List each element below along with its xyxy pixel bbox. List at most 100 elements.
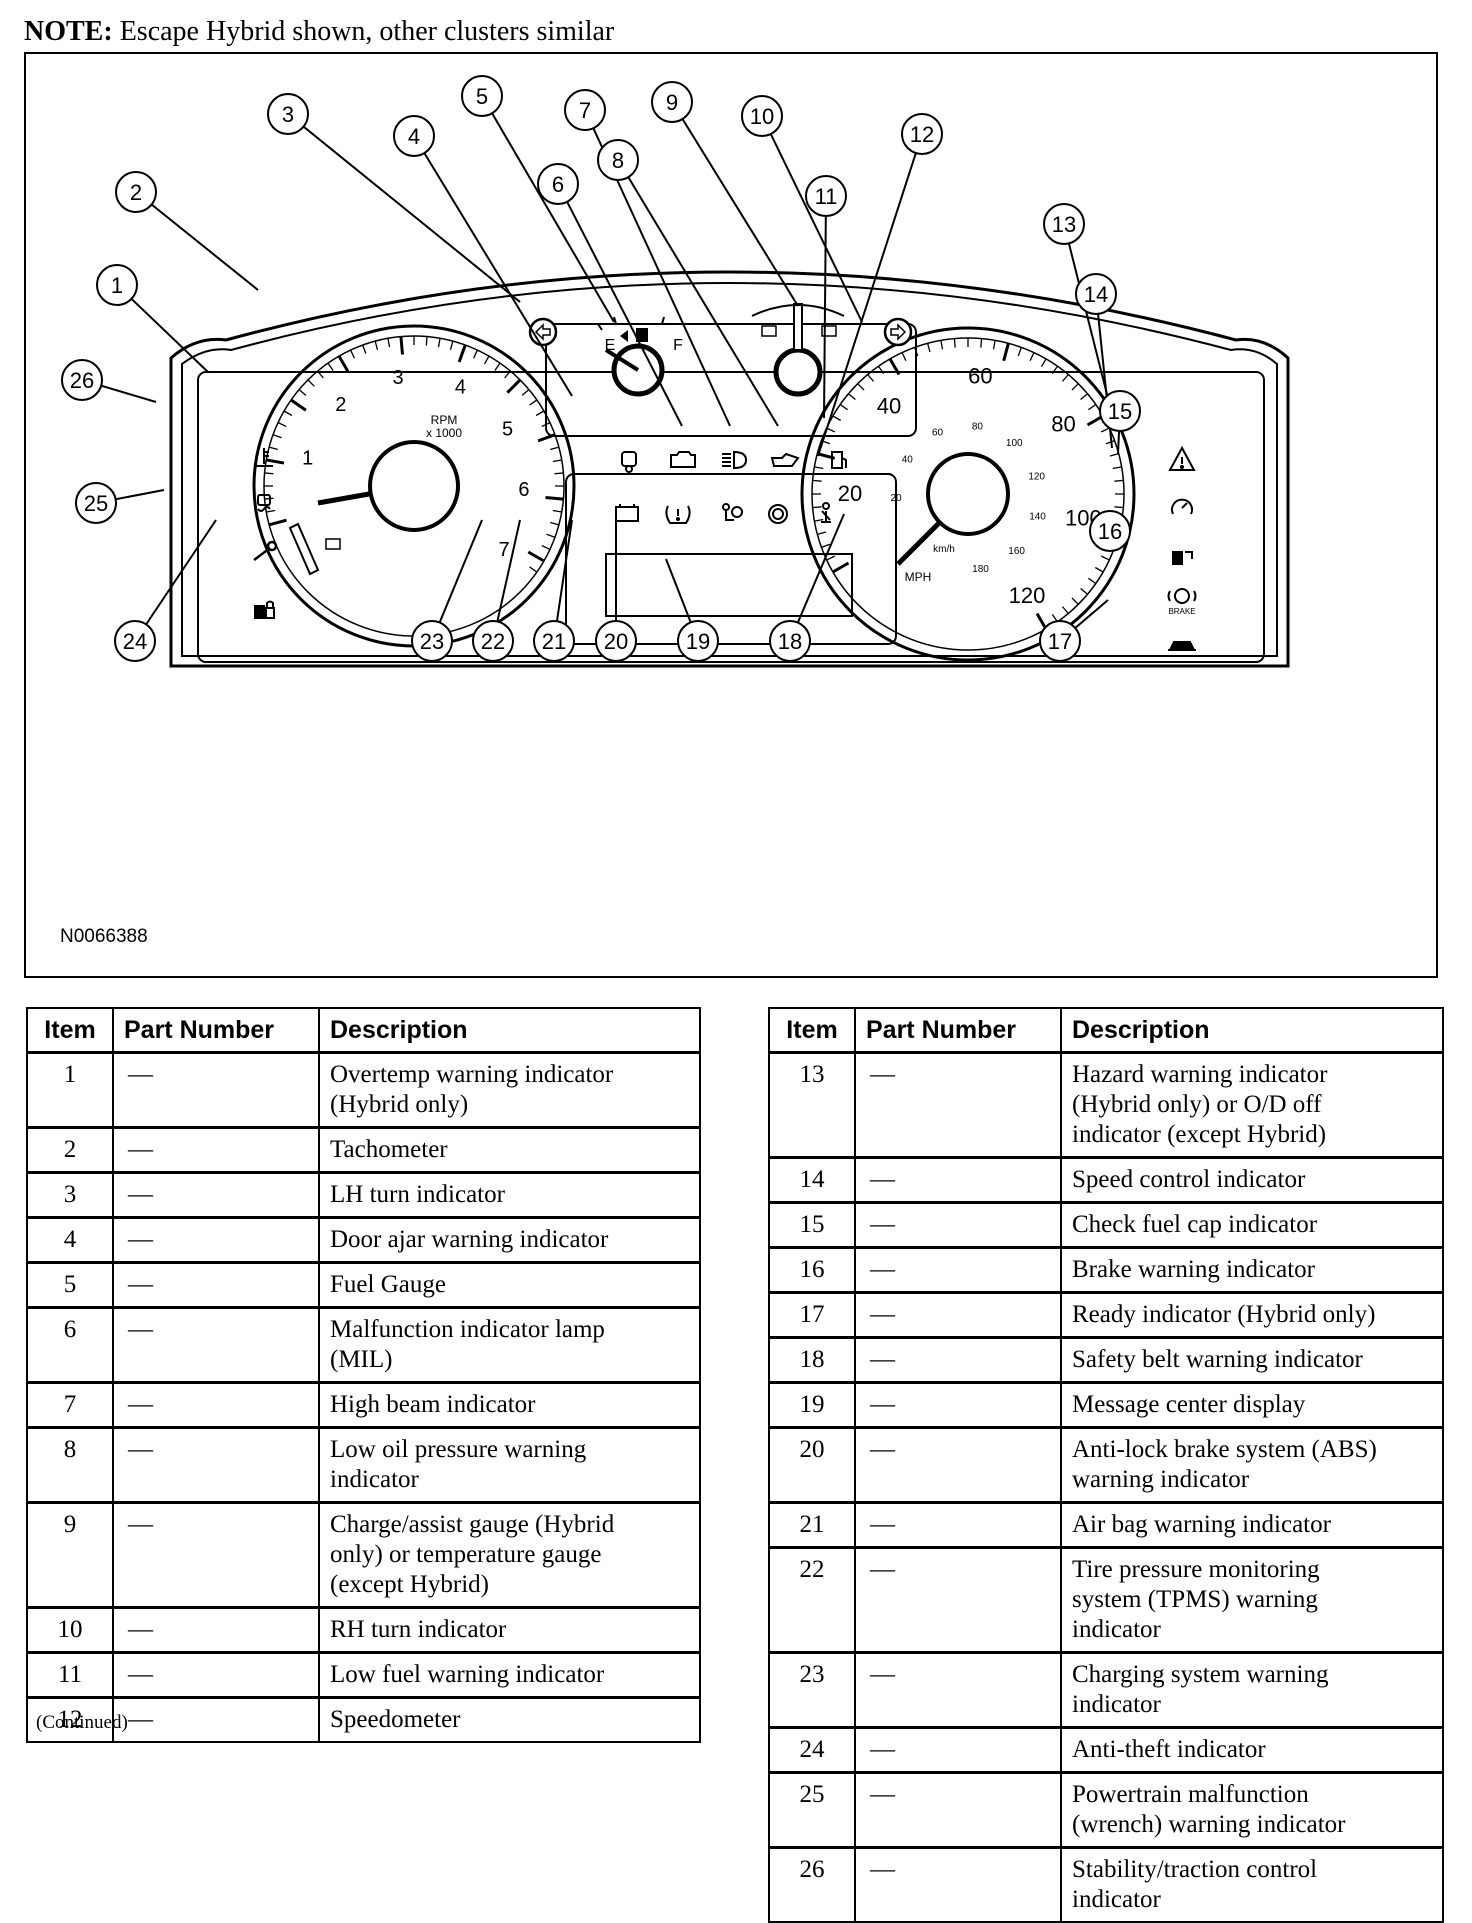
header-item: Item	[26, 1007, 114, 1054]
callout-number: 21	[542, 629, 566, 654]
callout-circle	[741, 95, 783, 137]
callout-circle	[677, 620, 719, 662]
battery-icon	[615, 504, 639, 522]
callout-circle	[115, 171, 157, 213]
item-cell: 9	[26, 1501, 114, 1609]
minor-tick	[1061, 606, 1069, 614]
description-line: LH turn indicator	[330, 1181, 505, 1208]
callout-circle	[461, 75, 503, 117]
minor-tick	[1100, 555, 1110, 561]
table-row: 25—Powertrain malfunction(wrench) warnin…	[768, 1771, 1444, 1849]
table-row: 1—Overtemp warning indicator(Hybrid only…	[26, 1051, 701, 1129]
callout-number: 18	[778, 629, 802, 654]
minor-tick	[550, 521, 560, 526]
minor-tick	[926, 343, 931, 353]
item-cell: 11	[26, 1651, 114, 1699]
description-line: Check fuel cap indicator	[1072, 1211, 1318, 1238]
callout-circle	[597, 139, 639, 181]
minor-tick	[901, 352, 907, 362]
item-cell: 24	[768, 1726, 856, 1774]
header-description: Description	[1060, 1007, 1444, 1054]
description-line: indicator (except Hybrid)	[1072, 1121, 1327, 1148]
callout-leader	[496, 519, 521, 622]
part-number-cell: —	[112, 1261, 320, 1309]
item-cell: 4	[26, 1216, 114, 1264]
major-tick	[888, 358, 901, 376]
part-number-cell: —	[854, 1381, 1062, 1429]
callout-leader	[1117, 430, 1121, 455]
gauge-tick-label: 80	[1051, 412, 1075, 437]
callout-circle	[595, 620, 637, 662]
table-header-row: Item Part Number Description	[768, 1007, 1444, 1054]
minor-tick	[449, 340, 454, 350]
part-number-cell: —	[112, 1651, 320, 1699]
part-number-cell: —	[112, 1696, 320, 1743]
callout-number: 19	[686, 629, 710, 654]
minor-tick	[552, 459, 562, 463]
minor-tick	[1088, 403, 1097, 411]
minor-tick	[839, 403, 848, 411]
minor-tick	[374, 340, 379, 350]
item-cell: 15	[768, 1201, 856, 1249]
minor-tick	[554, 472, 564, 475]
header-item: Item	[768, 1007, 856, 1054]
description-line: indicator	[1072, 1886, 1161, 1913]
description-cell: Safety belt warning indicator	[1060, 1336, 1444, 1384]
callout-number: 13	[1052, 212, 1076, 237]
callout-number: 20	[604, 629, 628, 654]
gauge-tick-label: 1	[302, 448, 313, 470]
item-cell: 26	[768, 1846, 856, 1923]
callout-circle	[805, 175, 847, 217]
description-line: indicator	[330, 1466, 419, 1493]
callout-leader	[823, 215, 827, 419]
oil-pressure-icon	[770, 452, 800, 467]
callout-leader	[491, 112, 615, 323]
callout-number: 12	[910, 122, 934, 147]
abs-icon	[768, 504, 788, 524]
major-tick	[527, 550, 545, 563]
part-number-cell: —	[112, 1426, 320, 1504]
brake-label: BRAKE	[1168, 607, 1195, 616]
description-cell: Anti-theft indicator	[1060, 1726, 1444, 1774]
description-line: (Hybrid only) or O/D off	[1072, 1091, 1322, 1118]
callout-number: 10	[750, 104, 774, 129]
callout-number: 5	[476, 84, 488, 109]
minor-tick	[877, 365, 885, 374]
minor-tick	[298, 389, 307, 396]
description-line: (Hybrid only)	[330, 1091, 469, 1118]
description-line: Charging system warning	[1072, 1661, 1329, 1688]
callout-circle	[61, 359, 103, 401]
gauge-tick-label: 120	[1028, 471, 1045, 482]
callout-circle	[411, 620, 453, 662]
tachometer-ticks	[264, 336, 564, 573]
item-cell: 19	[768, 1381, 856, 1429]
description-line: Tire pressure monitoring	[1072, 1556, 1320, 1583]
description-cell: Speedometer	[318, 1696, 701, 1743]
minor-tick	[812, 506, 822, 509]
speed-control-icon	[1171, 498, 1193, 515]
minor-tick	[529, 566, 538, 573]
callout-leader	[681, 118, 799, 307]
item-cell: 12	[26, 1696, 114, 1743]
callout-leader	[145, 519, 217, 625]
item-cell: 8	[26, 1426, 114, 1504]
ready-indicator-icon	[1168, 641, 1196, 651]
description-cell: Overtemp warning indicator(Hybrid only)	[318, 1051, 701, 1129]
major-tick	[832, 561, 850, 574]
callout-number: 17	[1048, 629, 1072, 654]
item-cell: 2	[26, 1126, 114, 1174]
callout-number: 26	[70, 368, 94, 393]
table-row: 11—Low fuel warning indicator	[26, 1651, 701, 1699]
description-line: Safety belt warning indicator	[1072, 1346, 1363, 1373]
note-label: NOTE:	[24, 16, 113, 47]
callout-circle	[1039, 620, 1081, 662]
minor-tick	[992, 340, 996, 350]
header-part-number: Part Number	[854, 1007, 1062, 1054]
part-number-cell: —	[112, 1306, 320, 1384]
